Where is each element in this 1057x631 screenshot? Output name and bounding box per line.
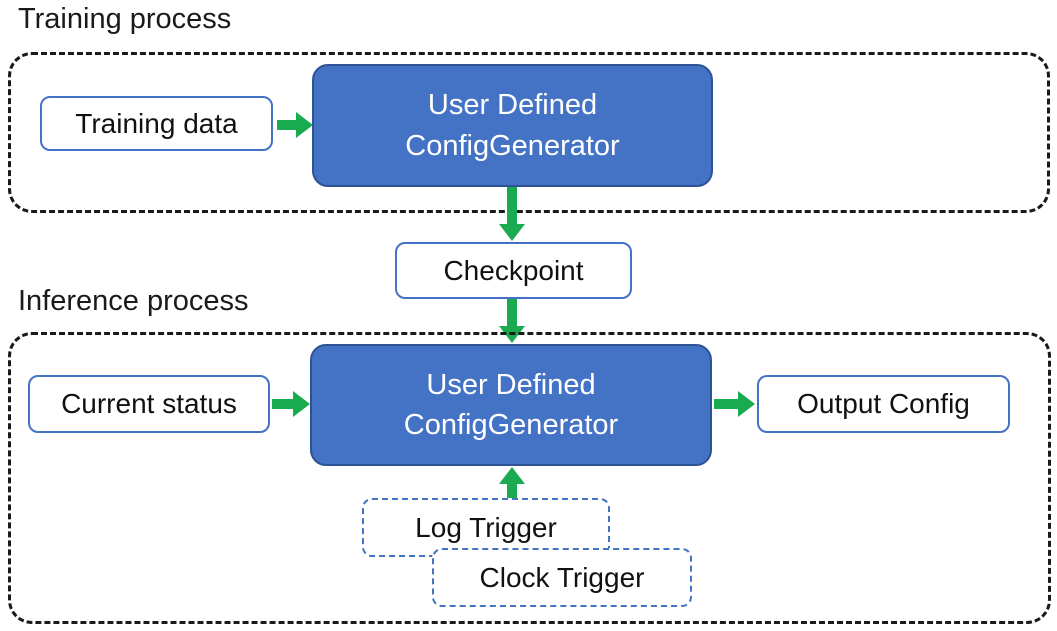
clock-trigger-label: Clock Trigger xyxy=(479,561,645,593)
log-trigger-label: Log Trigger xyxy=(415,511,557,543)
checkpoint-label: Checkpoint xyxy=(443,254,584,286)
arrow-head xyxy=(738,391,755,417)
clock-trigger-node: Clock Trigger xyxy=(432,548,692,607)
arrow-head xyxy=(499,224,525,241)
config-generator-training-line1: User Defined xyxy=(427,89,598,122)
config-generator-inference-node: User Defined ConfigGenerator xyxy=(310,344,712,466)
log-trigger-node: Log Trigger xyxy=(362,498,610,557)
current-status-label: Current status xyxy=(61,388,237,419)
arrow-training-data-to-generator xyxy=(277,112,313,138)
output-config-label: Output Config xyxy=(797,388,970,419)
arrow-generator-to-output-config xyxy=(714,391,755,417)
arrow-triggers-to-generator xyxy=(499,467,525,498)
inference-section-title: Inference process xyxy=(18,285,249,317)
arrow-shaft xyxy=(507,299,517,329)
output-config-node: Output Config xyxy=(757,375,1010,433)
arrow-shaft xyxy=(277,120,299,130)
arrow-head xyxy=(499,467,525,484)
arrow-head xyxy=(293,391,310,417)
arrow-current-status-to-generator xyxy=(272,391,310,417)
config-generator-training-line2: ConfigGenerator xyxy=(405,129,620,162)
config-generator-inference-line2: ConfigGenerator xyxy=(403,409,619,441)
arrow-shaft xyxy=(714,399,741,409)
training-section-container xyxy=(8,52,1050,213)
inference-section-container xyxy=(8,332,1051,624)
arrow-head xyxy=(296,112,313,138)
checkpoint-node: Checkpoint xyxy=(395,242,632,299)
arrow-shaft xyxy=(507,481,517,498)
config-generator-training-node: User Defined ConfigGenerator xyxy=(312,64,713,187)
config-generator-inference-line1: User Defined xyxy=(426,368,596,401)
current-status-node: Current status xyxy=(28,375,270,433)
arrow-shaft xyxy=(507,187,517,227)
arrow-generator-to-checkpoint xyxy=(499,187,525,241)
training-section-title: Training process xyxy=(18,3,232,35)
training-data-node: Training data xyxy=(40,96,273,151)
training-data-label: Training data xyxy=(75,107,238,139)
arrow-shaft xyxy=(272,399,296,409)
